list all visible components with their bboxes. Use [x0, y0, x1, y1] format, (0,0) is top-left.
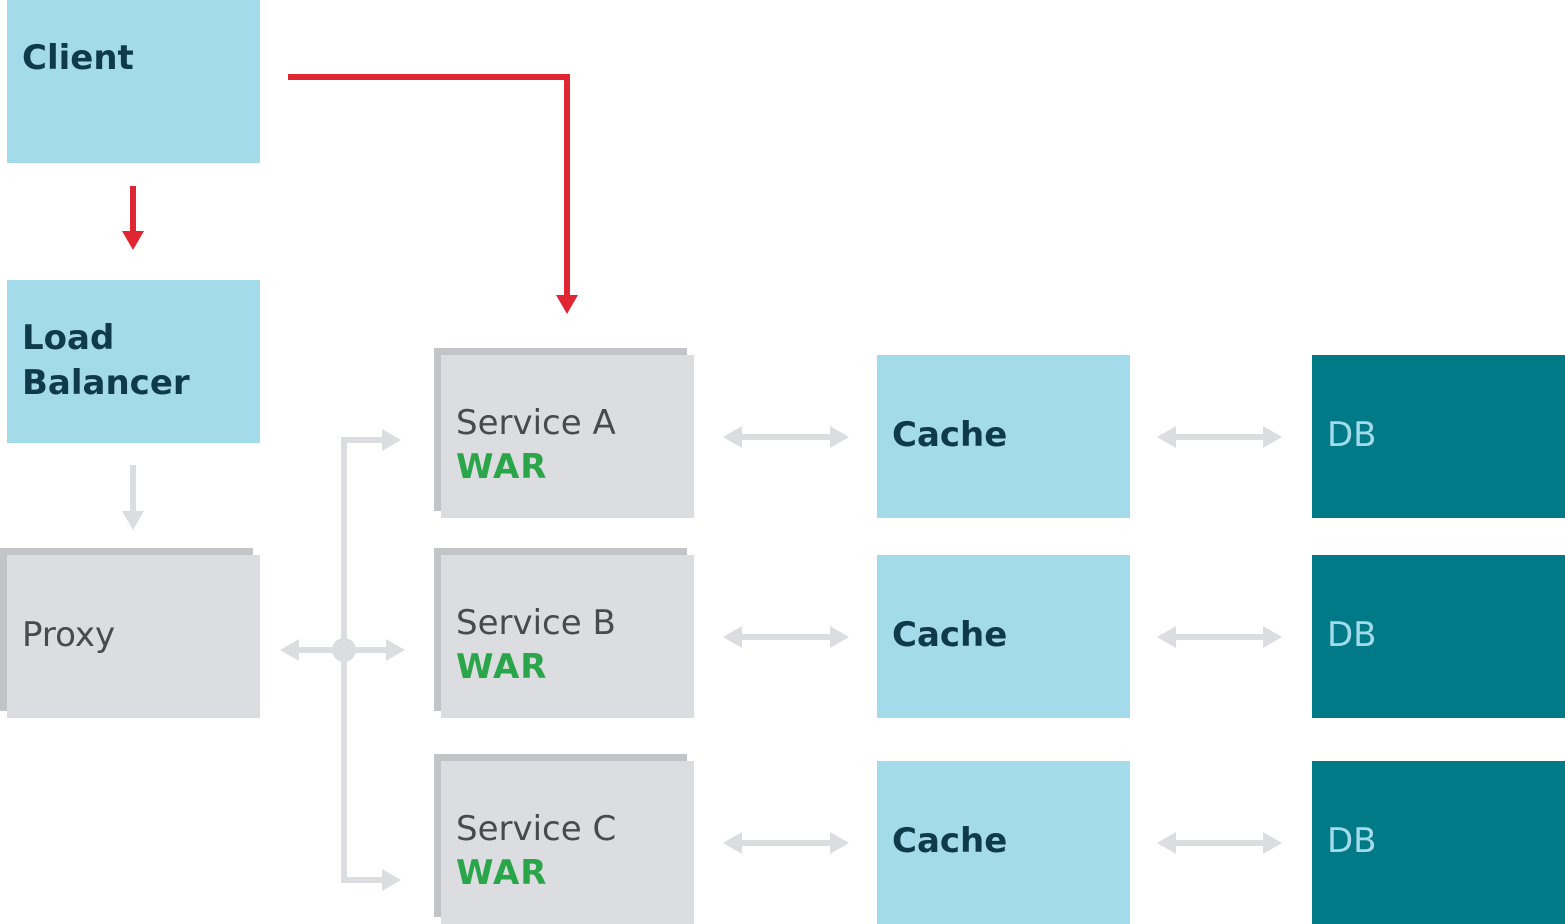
db-a-box: DB — [1312, 355, 1565, 518]
client-box: Client — [7, 0, 260, 163]
proxy-fanout-arrows — [280, 429, 405, 891]
service-c-box: Service C WAR — [441, 761, 694, 924]
load-balancer-label-line1: Load — [22, 318, 115, 358]
service-a-label: Service A — [456, 403, 616, 443]
service-b-war-label: WAR — [456, 647, 548, 687]
load-balancer-box: Load Balancer — [7, 280, 260, 443]
cache-a-box: Cache — [877, 355, 1130, 518]
db-b-box: DB — [1312, 555, 1565, 718]
service-a-box: Service A WAR — [441, 355, 694, 518]
cache-db-arrows — [1157, 426, 1282, 854]
cache-a-label: Cache — [892, 415, 1008, 455]
lb-to-proxy-arrow — [122, 465, 144, 530]
proxy-label: Proxy — [22, 615, 116, 655]
proxy-box: Proxy — [7, 555, 260, 718]
db-a-label: DB — [1327, 415, 1377, 455]
db-c-label: DB — [1327, 821, 1377, 861]
client-to-lb-arrow — [122, 186, 144, 250]
service-cache-arrows — [723, 426, 849, 854]
load-balancer-label-line2: Balancer — [22, 363, 190, 403]
service-c-war-label: WAR — [456, 853, 548, 893]
cache-b-label: Cache — [892, 615, 1008, 655]
client-to-service-a-arrow — [288, 74, 578, 314]
service-b-label: Service B — [456, 603, 616, 643]
client-label: Client — [22, 38, 134, 78]
cache-b-box: Cache — [877, 555, 1130, 718]
service-a-war-label: WAR — [456, 447, 548, 487]
cache-c-box: Cache — [877, 761, 1130, 924]
db-b-label: DB — [1327, 615, 1377, 655]
service-c-label: Service C — [456, 809, 617, 849]
db-c-box: DB — [1312, 761, 1565, 924]
cache-c-label: Cache — [892, 821, 1008, 861]
service-b-box: Service B WAR — [441, 555, 694, 718]
